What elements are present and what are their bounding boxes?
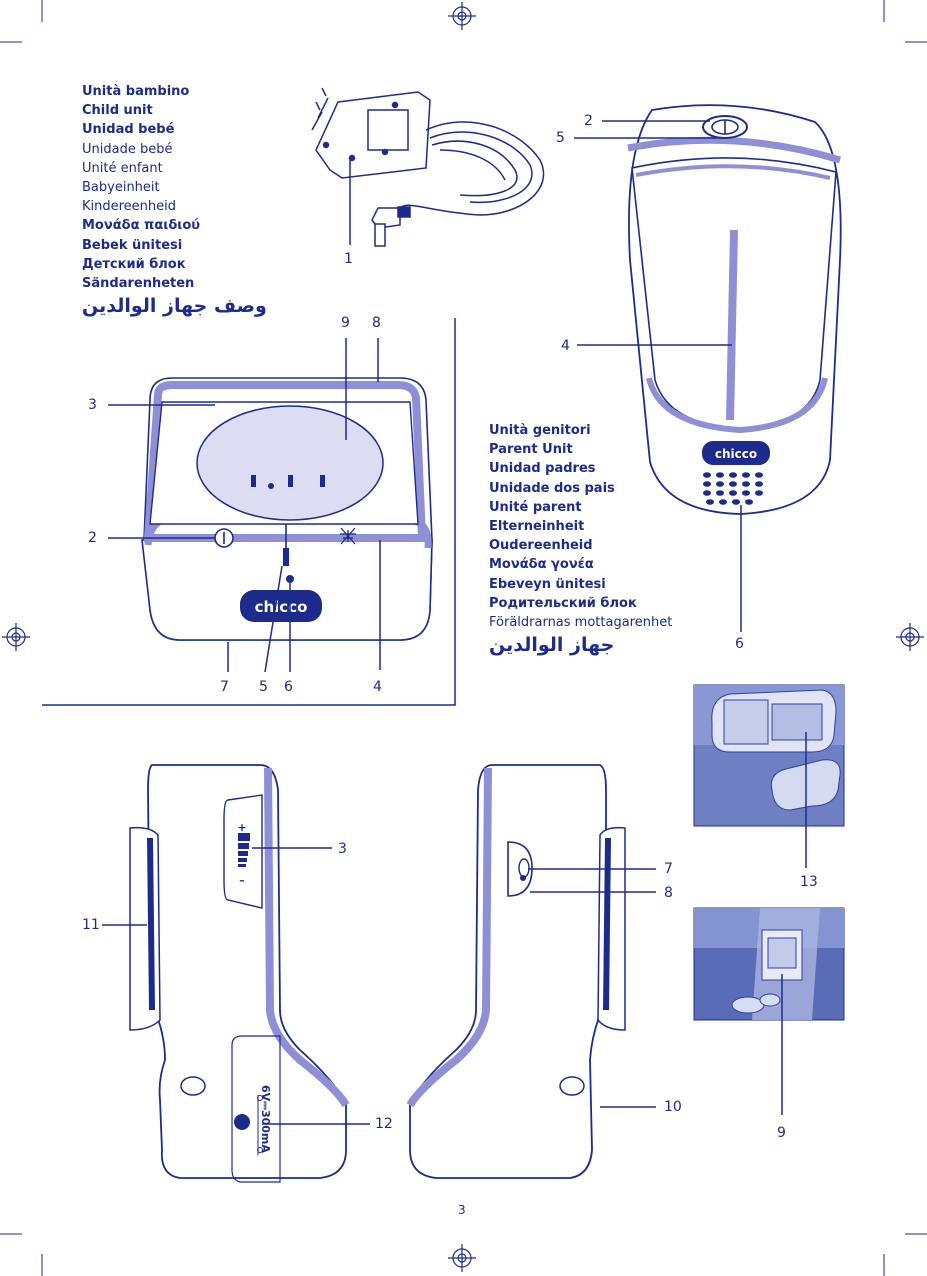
speaker-hole <box>755 490 763 496</box>
parent-unit-label: Parent Unit <box>489 442 573 458</box>
parent-brand-logo: chicco <box>715 447 757 461</box>
child-unit-label: Babyeinheit <box>82 180 160 196</box>
callout-adapter-1: 1 <box>344 251 353 267</box>
child-unit-label: Bebek ünitesi <box>82 237 183 253</box>
speaker-hole <box>745 499 753 505</box>
child-unit-label: Kindereenheid <box>82 199 177 215</box>
callout-photo-9: 9 <box>777 1125 786 1141</box>
speaker-hole <box>716 481 724 487</box>
callout-child-7: 7 <box>220 679 229 695</box>
callout-side-8: 8 <box>664 885 673 901</box>
speaker-hole <box>716 472 724 478</box>
child-unit-label: Unità bambino <box>82 84 190 99</box>
callout-side-7: 7 <box>664 861 673 877</box>
callout-child-8: 8 <box>372 315 381 331</box>
child-brand-logo: chicco <box>255 598 308 616</box>
parent-unit-body: chicco <box>627 104 842 515</box>
child-unit-label: Child unit <box>82 103 153 119</box>
registration-mark-right <box>896 623 924 651</box>
child-unit-body: chicco <box>141 377 433 641</box>
speaker-hole <box>742 481 750 487</box>
child-unit-label: Unidad bebé <box>82 122 175 138</box>
parent-unit-label: Elterneinheit <box>489 519 585 535</box>
parent-unit-label: Unité parent <box>489 499 582 515</box>
callout-child-5: 5 <box>259 679 268 695</box>
callout-side-11: 11 <box>82 917 100 933</box>
speaker-hole <box>703 490 711 496</box>
parent-unit-side <box>406 764 626 1179</box>
child-unit-label: وصف جهاز الوالدين <box>82 295 267 318</box>
callout-parent-4: 4 <box>561 338 570 354</box>
volume-minus-label: – <box>239 874 245 887</box>
callout-child-6: 6 <box>284 679 293 695</box>
parent-callout-lines <box>574 120 742 632</box>
speaker-hole <box>742 472 750 478</box>
volume-plus-label: + <box>237 821 246 834</box>
registration-mark-bottom <box>448 1244 476 1272</box>
callout-parent-5: 5 <box>556 130 565 146</box>
registration-mark-left <box>2 623 30 651</box>
speaker-hole <box>719 499 727 505</box>
callout-child-4: 4 <box>373 679 382 695</box>
parent-unit-label: Unidade dos pais <box>489 480 615 496</box>
child-callout-lines <box>108 338 381 673</box>
callout-side-3: 3 <box>338 841 347 857</box>
speaker-hole <box>729 472 737 478</box>
callout-side-12: 12 <box>375 1116 393 1132</box>
callout-parent-6: 6 <box>735 636 744 652</box>
page-number: 3 <box>458 1203 466 1217</box>
child-unit-label: Μονάδα παιδιού <box>82 218 201 234</box>
child-unit-label: Детский блок <box>82 256 186 272</box>
light-icon <box>340 527 356 545</box>
parent-unit-label: Oudereenheid <box>489 538 593 554</box>
callout-child-2: 2 <box>88 530 97 546</box>
parent-unit-label: Unità genitori <box>489 423 591 438</box>
callout-parent-2: 2 <box>584 113 593 129</box>
parent-unit-label: جهاز الوالدين <box>489 634 615 657</box>
battery-photo-2 <box>693 907 845 1115</box>
callout-photo-13: 13 <box>800 874 818 890</box>
speaker-grille <box>703 472 763 505</box>
speaker-hole <box>703 472 711 478</box>
speaker-hole <box>703 481 711 487</box>
parent-unit-label: Unidad padres <box>489 461 596 477</box>
parent-unit-label: Родительский блок <box>489 595 637 611</box>
speaker-hole <box>742 490 750 496</box>
speaker-hole <box>716 490 724 496</box>
child-unit-label: Sändarenheten <box>82 276 195 292</box>
callout-side-10: 10 <box>664 1099 682 1115</box>
speaker-hole <box>732 499 740 505</box>
child-unit-label: Unité enfant <box>82 160 163 176</box>
registration-mark-top <box>448 2 476 30</box>
side-left-callouts <box>102 847 370 1125</box>
callout-child-9: 9 <box>341 315 350 331</box>
callout-child-3: 3 <box>88 397 97 413</box>
parent-unit-label: Μονάδα γονέα <box>489 557 594 573</box>
child-unit-frame <box>42 318 456 706</box>
battery-photo-1 <box>693 684 845 868</box>
speaker-hole <box>706 499 714 505</box>
child-unit-side: + – 6V⎓300mA <box>129 764 350 1183</box>
side-right-callouts <box>528 868 656 1108</box>
power-rating-label: 6V⎓300mA <box>259 1085 272 1153</box>
parent-unit-label: Föräldrarnas mottagarenhet <box>489 615 673 631</box>
parent-unit-label: Ebeveyn ünitesi <box>489 576 606 592</box>
speaker-hole <box>729 490 737 496</box>
speaker-hole <box>755 472 763 478</box>
speaker-hole <box>755 481 763 487</box>
child-unit-label: Unidade bebé <box>82 141 173 157</box>
ac-adapter <box>311 87 545 247</box>
speaker-hole <box>729 481 737 487</box>
